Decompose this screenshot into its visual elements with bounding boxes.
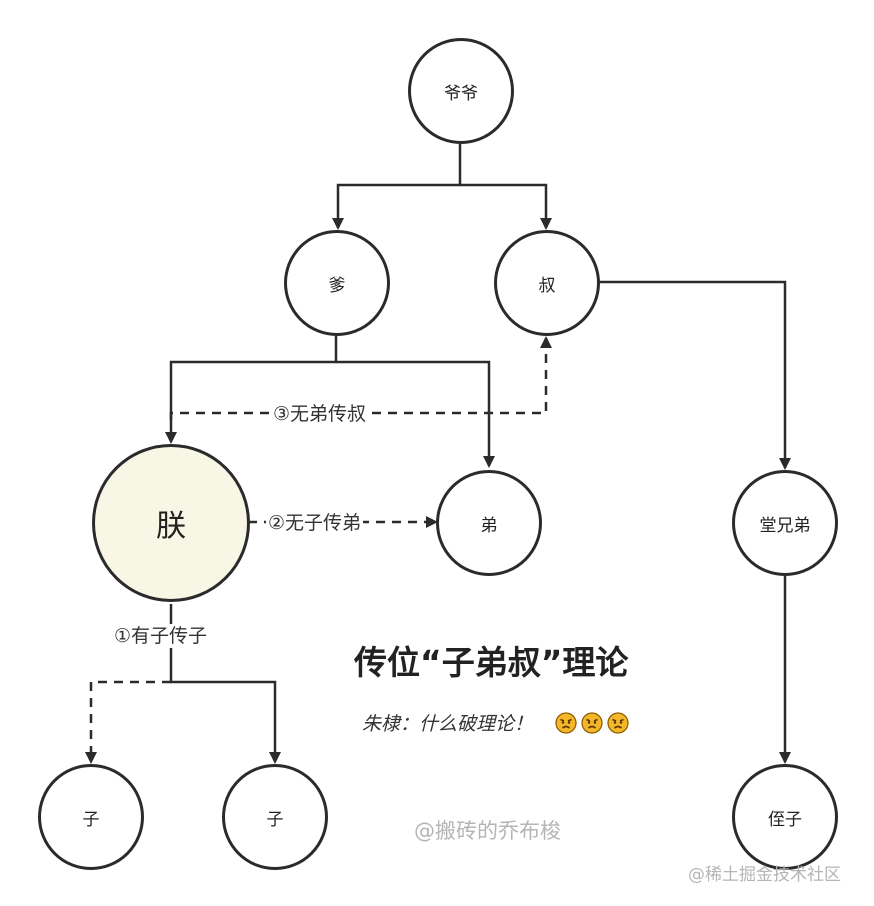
angry-face-icon — [581, 711, 603, 734]
site-watermark: @稀土掘金技术社区 — [688, 865, 841, 885]
edge-father-emperor — [165, 336, 338, 444]
node-uncle: 叔 — [494, 230, 600, 336]
edge-grandpa-uncle — [460, 183, 552, 230]
angry-face-icon — [555, 711, 577, 734]
edge-label-rule2: ②无子传弟 — [266, 511, 364, 535]
edge-father-brother — [336, 360, 495, 468]
edge-label-rule3: ③无弟传叔 — [271, 402, 369, 426]
node-cousin: 堂兄弟 — [732, 470, 838, 576]
diagram-subtitle: 朱棣：什么破理论！ — [362, 709, 629, 736]
node-nephew: 侄子 — [732, 764, 838, 870]
angry-face-icon — [607, 711, 629, 734]
node-brother: 弟 — [436, 470, 542, 576]
edge-label-rule1: ①有子传子 — [112, 624, 210, 648]
node-son-left: 子 — [38, 764, 144, 870]
node-father: 爹 — [284, 230, 390, 336]
edge-emperor-son-left-dashed — [85, 680, 171, 764]
edge-grandpa-father — [332, 144, 462, 230]
node-grandpa: 爷爷 — [408, 38, 514, 144]
edge-uncle-cousin — [598, 280, 791, 470]
emoji-row — [555, 711, 629, 734]
node-son-right: 子 — [222, 764, 328, 870]
diagram-title: 传位“子弟叔”理论 — [354, 643, 629, 682]
author-credit: @搬砖的乔布梭 — [414, 819, 561, 843]
subtitle-text: 朱棣：什么破理论！ — [362, 713, 534, 735]
node-emperor: 朕 — [92, 444, 250, 602]
